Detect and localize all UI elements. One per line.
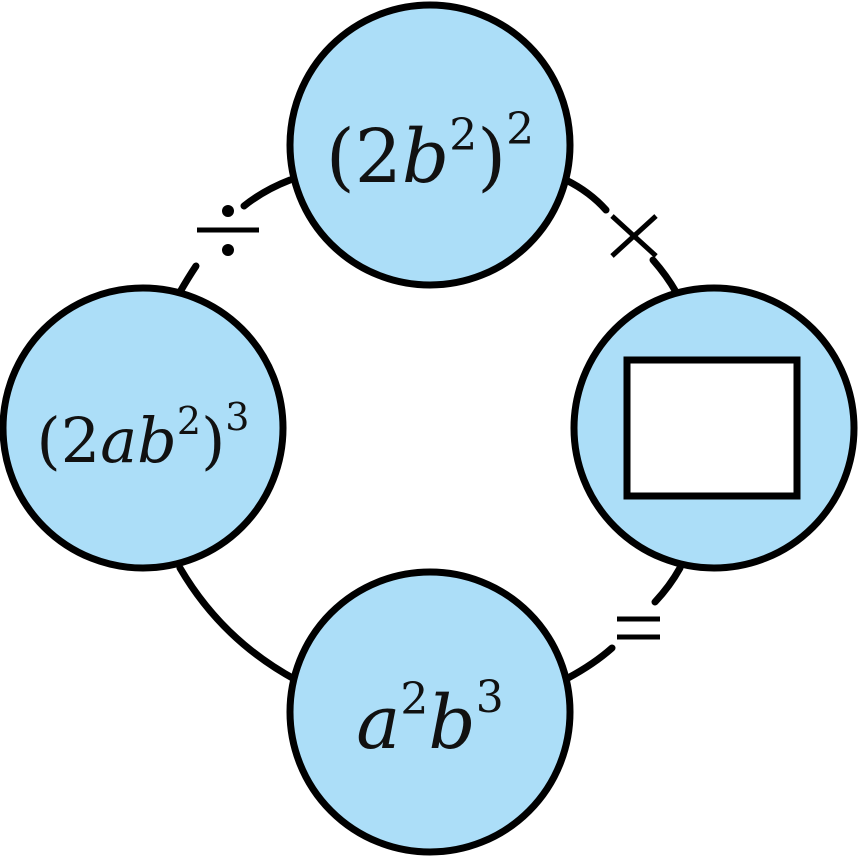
top-outer-exponent: 2 (506, 104, 534, 155)
left-var-b: b (137, 404, 177, 477)
left-open-paren: ( (37, 404, 61, 477)
ring-connectors (176, 176, 684, 684)
node-left: (2ab2)3 (0, 284, 287, 572)
connector-top-right-b (649, 256, 680, 296)
divide-dot-bottom (222, 244, 234, 256)
node-bottom: a2b3 (286, 568, 574, 856)
bottom-exp-a: 2 (400, 674, 428, 725)
top-open-paren: ( (326, 114, 355, 200)
node-bottom-circle (286, 568, 574, 856)
top-var-b: b (402, 114, 449, 200)
left-outer-exponent: 3 (225, 395, 249, 439)
bottom-var-a: a (356, 680, 400, 766)
node-bottom-expression: a2b3 (356, 672, 504, 766)
left-inner-exponent: 2 (177, 399, 201, 443)
top-inner-exponent: 2 (449, 110, 477, 161)
node-top-circle (286, 1, 574, 289)
left-coef: 2 (61, 404, 100, 477)
equals-operator: = (617, 616, 660, 640)
left-var-a: a (100, 404, 137, 477)
divide-dot-top (222, 205, 234, 217)
node-left-expression: (2ab2)3 (37, 395, 250, 477)
connector-right-bottom (651, 564, 684, 606)
node-left-circle (0, 284, 287, 572)
node-right (570, 284, 858, 572)
node-top-expression: (2b2)2 (326, 104, 534, 200)
connector-bottom-left (176, 564, 300, 684)
connector-left-top-b (240, 176, 294, 210)
times-operator: × (610, 214, 658, 258)
connector-top-right (562, 176, 610, 214)
left-close-paren: ) (201, 404, 225, 477)
bottom-exp-b: 3 (476, 672, 504, 723)
top-coef: 2 (355, 114, 402, 200)
times-stroke-2 (610, 214, 658, 258)
node-top: (2b2)2 (286, 1, 574, 289)
bottom-var-b: b (428, 680, 475, 766)
answer-box[interactable] (623, 356, 801, 500)
divide-operator: ÷ (197, 205, 259, 256)
connector-right-bottom-b (564, 644, 616, 682)
connector-left-top (176, 262, 200, 296)
top-close-paren: ) (477, 114, 506, 200)
